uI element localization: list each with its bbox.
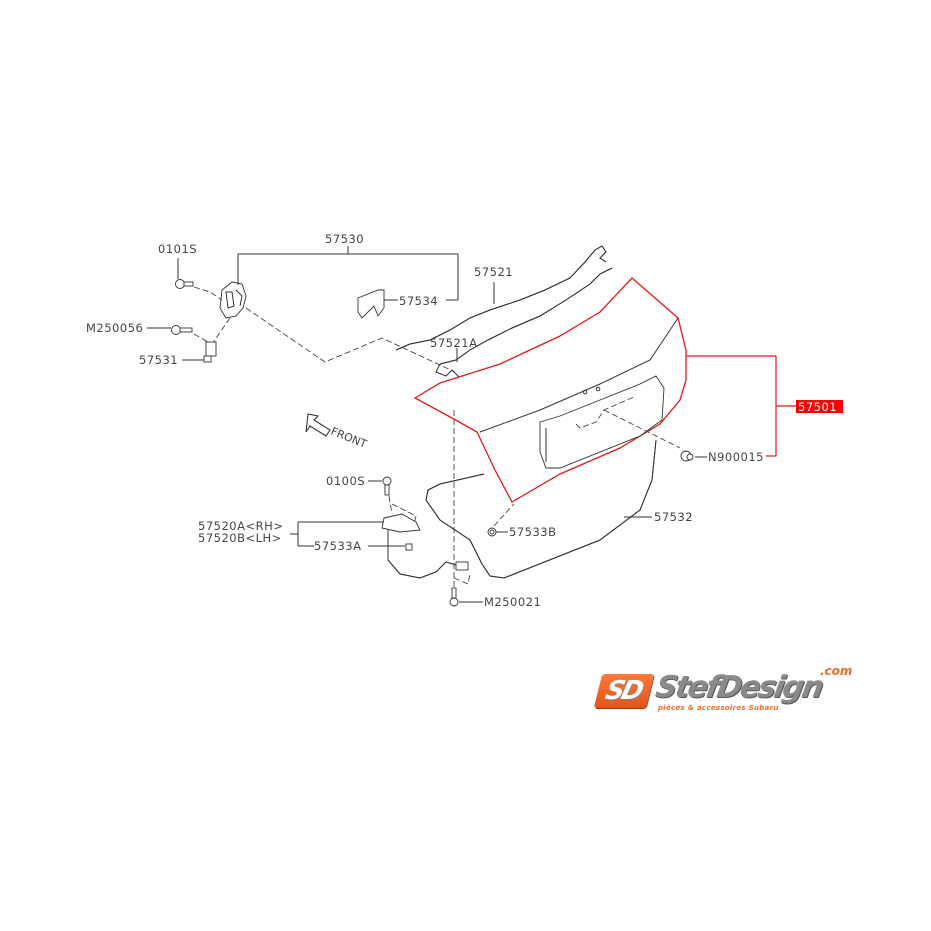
callout-n900015[interactable]: N900015: [708, 450, 764, 464]
bolt-0101s-icon: [175, 279, 194, 289]
callout-m250021[interactable]: M250021: [484, 595, 541, 609]
latch-cover-icon: [357, 289, 385, 319]
callout-57533a[interactable]: 57533A: [314, 539, 361, 553]
torsion-bars: 57521 57521A: [395, 245, 613, 379]
logo-domain: .com: [820, 664, 853, 678]
front-label: FRONT: [329, 425, 369, 451]
bolt-m250021-icon: [449, 587, 459, 607]
callout-57501[interactable]: 57501: [798, 400, 837, 414]
bolt-m250056-icon: [171, 325, 193, 335]
logo-name: StefDesign: [652, 670, 825, 705]
callout-57532[interactable]: 57532: [654, 510, 693, 524]
bolt-0100s-icon: [382, 476, 392, 496]
bumper-57533b-icon: [487, 527, 497, 537]
clip-n900015-icon: [680, 450, 694, 462]
latch-switch-icon: [203, 341, 217, 363]
callout-57521a[interactable]: 57521A: [430, 336, 477, 350]
trunk-latch-icon: [219, 281, 247, 319]
callout-0101s[interactable]: 0101S: [158, 242, 197, 256]
callout-m250056[interactable]: M250056: [86, 321, 143, 335]
highlight-badge: [796, 400, 843, 413]
stefdesign-logo[interactable]: SD StefDesign .com pièces & accessoires …: [593, 664, 858, 718]
trunk-lid: [413, 277, 687, 503]
callout-57531[interactable]: 57531: [139, 353, 178, 367]
callout-57521[interactable]: 57521: [474, 265, 513, 279]
front-direction-arrow-icon: FRONT: [305, 413, 369, 451]
latch-assembly: 0101S 57530 57534 M250056: [86, 232, 459, 373]
logo-tagline: pièces & accessoires Subaru: [658, 704, 779, 712]
callout-57501-group: 57501: [686, 355, 843, 457]
callout-57530[interactable]: 57530: [325, 232, 364, 246]
callout-57520a[interactable]: 57520A<RH>: [198, 519, 283, 533]
logo-badge-icon: SD: [593, 674, 655, 708]
callout-57520b[interactable]: 57520B<LH>: [198, 531, 282, 545]
weatherstrip: 57532 57533B: [425, 439, 693, 579]
callout-57533b[interactable]: 57533B: [509, 525, 556, 539]
logo-badge-text: SD: [602, 676, 645, 706]
hinge-assembly: 0100S 57520A<RH> 57520B<LH> 57533A M2500…: [198, 410, 541, 609]
callout-0100s[interactable]: 0100S: [326, 474, 365, 488]
callout-57534[interactable]: 57534: [399, 294, 438, 308]
